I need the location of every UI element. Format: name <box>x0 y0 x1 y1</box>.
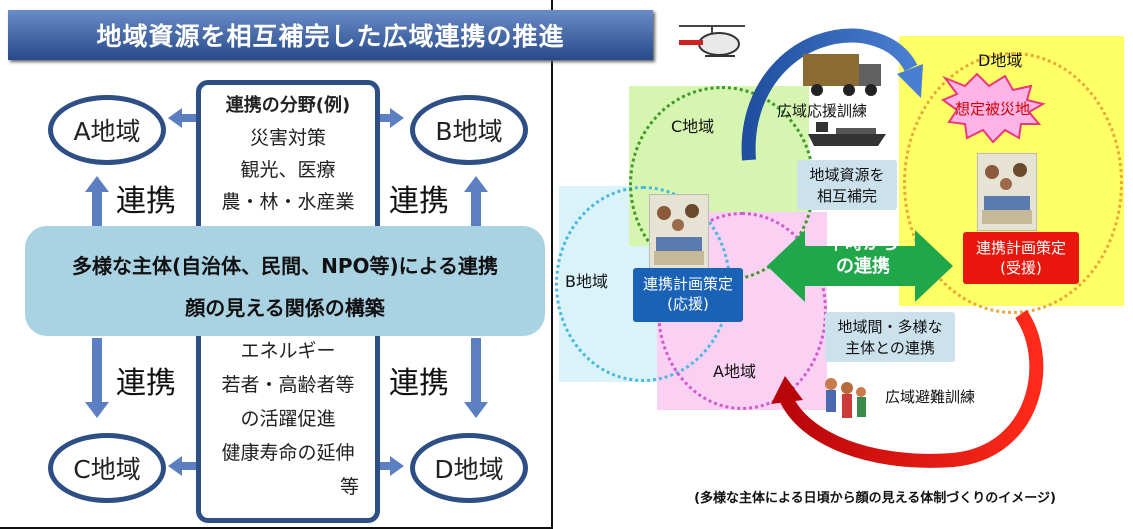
region-d-label: D地域 <box>434 455 504 484</box>
arrow-up-right <box>464 176 488 226</box>
arrow-to-d-bottom <box>376 456 404 476</box>
peacetime-double-arrow <box>767 230 953 302</box>
resource-line-2: 相互補完 <box>816 187 877 205</box>
inter-region-line-1: 地域間・多様な <box>837 318 943 336</box>
renkei-label-bottom-right: 連携 <box>389 366 449 401</box>
truck-icon <box>803 54 881 96</box>
field-item: 災害対策 <box>249 127 326 149</box>
inter-region-line-2: 主体との連携 <box>845 339 935 357</box>
evacuation-training-arrowhead <box>771 376 803 404</box>
region-d-label-right: D地域 <box>978 51 1023 70</box>
arrow-up-left <box>85 176 109 226</box>
wide-support-training-label: 広域応援訓練 <box>777 102 868 120</box>
disaster-burst <box>940 72 1046 144</box>
renkei-label-top-left: 連携 <box>116 184 176 219</box>
region-c-label-right: C地域 <box>671 117 715 136</box>
renkei-label-bottom-left: 連携 <box>116 366 176 401</box>
banner-line-1: 多様な主体(自治体、民間、NPO等)による連携 <box>71 254 499 278</box>
region-c-label: C地域 <box>73 455 141 484</box>
plan-support-box: 連携計画策定 (応援) <box>633 268 743 322</box>
ship-icon <box>808 122 886 146</box>
region-d-ellipse: D地域 <box>410 433 528 503</box>
field-item: 等 <box>339 476 359 498</box>
evacuation-people-icon <box>825 378 866 418</box>
region-c-ellipse: C地域 <box>48 433 166 503</box>
region-b-ellipse: B地域 <box>410 95 528 165</box>
meeting-illustration-a <box>649 194 709 272</box>
caption: (多様な主体による日頃から顔の見える体制づくりのイメージ) <box>694 491 1056 506</box>
renkei-label-top-right: 連携 <box>389 184 449 219</box>
arrow-to-a-top <box>168 108 196 128</box>
arrow-to-b-top <box>376 108 404 128</box>
resource-complement-tag: 地域資源を 相互補完 <box>797 160 897 210</box>
right-panel: B地域 C地域 A地域 D地域 広域応援訓練 想定被災地 地域資源を 相互補完 … <box>553 0 1133 529</box>
peacetime-label: 平時から の連携 <box>815 232 911 278</box>
arrow-down-left <box>85 338 109 418</box>
right-arrows <box>741 28 1046 468</box>
region-b-label-right: B地域 <box>565 272 608 291</box>
left-panel: A地域 B地域 C地域 D地域 連携 連携 連携 連携 連携の分野(例) 災害対… <box>0 0 553 529</box>
stakeholder-banner: 多様な主体(自治体、民間、NPO等)による連携 顔の見える関係の構築 <box>25 226 545 336</box>
arrow-to-c-bottom <box>168 456 196 476</box>
left-arrows <box>85 108 488 476</box>
field-item: の活躍促進 <box>240 408 336 430</box>
field-item: 若者・高齢者等 <box>221 374 355 396</box>
helicopter-icon <box>679 25 745 57</box>
field-item: エネルギー <box>240 340 336 362</box>
fields-box-top: 連携の分野(例) 災害対策 観光、医療 農・林・水産業 <box>196 80 380 250</box>
field-item: 観光、医療 <box>240 159 336 181</box>
peacetime-line-2: の連携 <box>836 256 890 277</box>
meeting-illustration-d <box>977 153 1037 231</box>
plan-support-line-2: (応援) <box>667 295 709 313</box>
plan-receive-line-2: (受援) <box>1000 259 1042 277</box>
field-item: 農・林・水産業 <box>221 191 355 213</box>
region-d-circle <box>903 52 1123 314</box>
evacuation-training-arrow <box>778 310 1044 468</box>
banner-line-2: 顔の見える関係の構築 <box>185 296 385 320</box>
inter-region-tag: 地域間・多様な 主体との連携 <box>825 312 955 362</box>
region-b-label: B地域 <box>435 117 503 146</box>
plan-support-line-1: 連携計画策定 <box>642 275 733 293</box>
support-training-arrowhead <box>897 64 923 98</box>
peacetime-line-1: 平時から <box>827 233 899 254</box>
arrow-down-right <box>464 338 488 418</box>
plan-receive-line-1: 連携計画策定 <box>975 239 1066 257</box>
fields-box-bottom: エネルギー 若者・高齢者等 の活躍促進 健康寿命の延伸 等 <box>196 318 380 523</box>
region-a-ellipse: A地域 <box>48 95 166 165</box>
page-title: 地域資源を相互補完した広域連携の推進 <box>8 10 653 60</box>
field-item: 健康寿命の延伸 <box>221 442 355 464</box>
region-a-label-right: A地域 <box>713 362 756 381</box>
region-a-label: A地域 <box>73 117 141 146</box>
plan-receive-box: 連携計画策定 (受援) <box>963 232 1079 284</box>
fields-heading: 連携の分野(例) <box>225 95 351 116</box>
evacuation-training-label: 広域避難訓練 <box>885 388 976 406</box>
resource-line-1: 地域資源を <box>809 166 885 184</box>
support-training-arrow <box>741 28 918 161</box>
assumed-disaster-label: 想定被災地 <box>955 100 1031 118</box>
